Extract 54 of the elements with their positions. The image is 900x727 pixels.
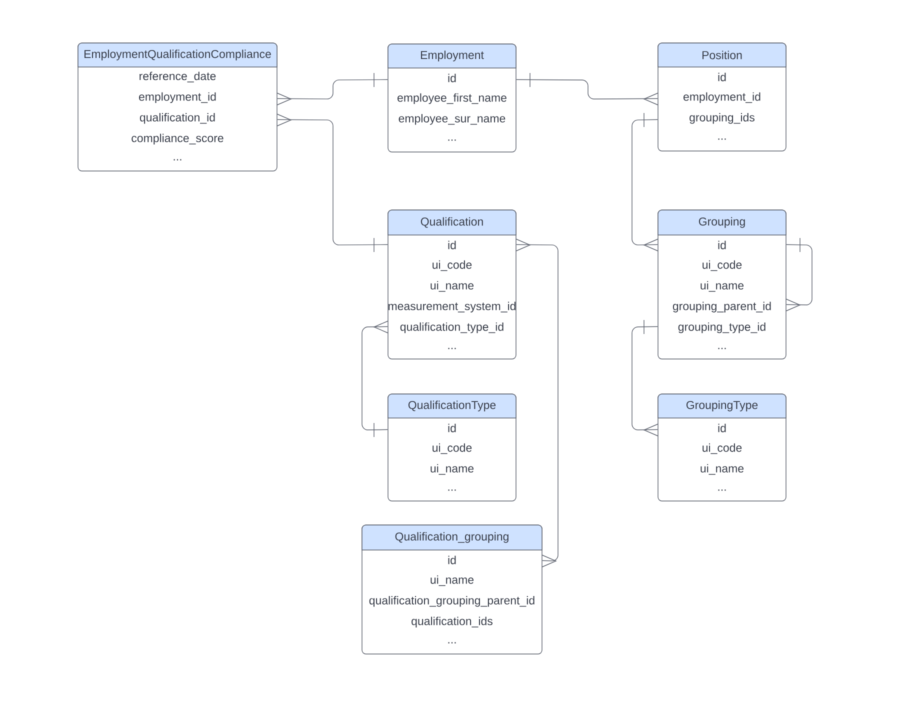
field-name: ...: [718, 348, 726, 350]
field-name: id: [718, 424, 726, 432]
relationship-line: [786, 238, 812, 312]
relationship-line: [362, 320, 388, 438]
relationship-line: [516, 72, 658, 106]
field-name: ui_code: [702, 260, 742, 271]
table-header: EmploymentQualificationCompliance: [78, 42, 278, 68]
field-name: ...: [448, 348, 456, 350]
relationship-line: [516, 238, 558, 568]
table-header: Qualification_grouping: [362, 524, 542, 550]
field-name: ...: [174, 159, 182, 160]
field-name: ui_code: [432, 443, 472, 454]
field-name: employee_sur_name: [398, 114, 506, 125]
field-name: grouping_type_id: [678, 322, 766, 334]
field-name: qualification_grouping_parent_id: [369, 596, 534, 607]
field-name: ui_name: [430, 281, 474, 292]
table-header: Qualification: [388, 210, 516, 236]
field-name: ui_name: [430, 575, 474, 586]
field-name: ...: [448, 489, 456, 491]
field-name: id: [718, 72, 726, 82]
field-name: employment_id: [684, 92, 760, 104]
field-name: measurement_system_id: [388, 302, 516, 312]
field-name: employee_first_name: [398, 93, 506, 104]
field-name: qualification_ids: [412, 616, 492, 628]
table-header: Employment: [388, 44, 516, 68]
field-name: employment_id: [139, 92, 216, 104]
field-name: grouping_ids: [690, 113, 754, 124]
relationship-line: [632, 320, 658, 436]
relationship-line: [276, 114, 388, 252]
field-name: qualification_type_id: [400, 322, 504, 334]
field-name: ...: [718, 138, 726, 140]
field-name: qualification_id: [140, 113, 215, 124]
table-header: Position: [658, 42, 786, 68]
field-name: ui_name: [700, 281, 744, 292]
field-name: ...: [448, 139, 456, 141]
field-name: ui_code: [432, 260, 472, 271]
field-name: id: [448, 74, 456, 82]
field-name: id: [448, 240, 456, 250]
field-name: ...: [718, 489, 726, 491]
field-name: ...: [448, 642, 456, 644]
relationship-line: [632, 112, 658, 252]
table-header: QualificationType: [388, 394, 516, 418]
field-name: id: [448, 556, 456, 564]
field-name: id: [718, 240, 726, 250]
field-name: ui_name: [430, 464, 474, 475]
field-name: ui_name: [700, 464, 744, 475]
field-name: grouping_parent_id: [672, 302, 771, 312]
table-header: GroupingType: [658, 394, 786, 418]
field-name: compliance_score: [132, 134, 224, 144]
field-name: reference_date: [140, 72, 216, 82]
field-name: id: [448, 424, 456, 432]
field-name: ui_code: [702, 443, 742, 454]
relationship-line: [276, 72, 388, 106]
table-header: Grouping: [658, 210, 786, 236]
